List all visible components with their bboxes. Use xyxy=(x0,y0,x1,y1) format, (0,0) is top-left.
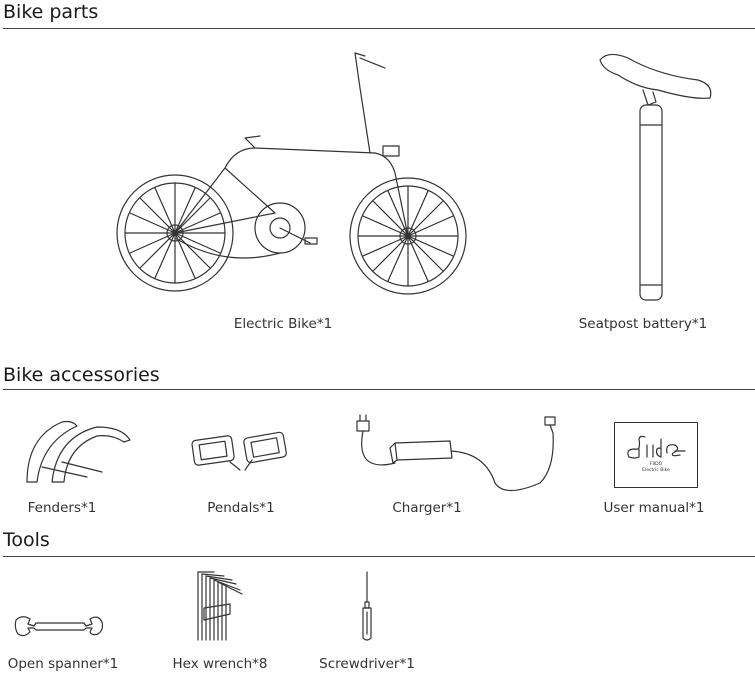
fenders-icon xyxy=(26,420,131,483)
manual-subtitle-brand: FIIDO xyxy=(649,462,663,467)
manual-subtitle: Electric Bike xyxy=(642,468,670,473)
item-label-hex-wrench: Hex wrench*8 xyxy=(172,656,268,672)
item-label-screwdriver: Screwdriver*1 xyxy=(319,656,415,672)
pedals-icon xyxy=(191,431,287,471)
user-manual-icon: FIIDO Electric Bike xyxy=(614,422,698,488)
open-spanner-icon xyxy=(14,616,104,637)
section-title-bike-accessories: Bike accessories xyxy=(3,364,160,386)
hex-wrench-icon xyxy=(197,571,243,641)
item-label-pedals: Pendals*1 xyxy=(207,500,275,516)
divider xyxy=(3,556,755,557)
item-label-electric-bike: Electric Bike*1 xyxy=(233,316,333,332)
item-label-user-manual: User manual*1 xyxy=(603,500,705,516)
item-label-charger: Charger*1 xyxy=(392,500,462,516)
section-title-tools: Tools xyxy=(3,529,50,551)
charger-icon xyxy=(356,414,556,492)
item-label-fenders: Fenders*1 xyxy=(27,500,97,516)
electric-bike-icon xyxy=(116,52,467,295)
fiido-logo-icon xyxy=(627,435,686,459)
divider xyxy=(3,389,755,390)
divider xyxy=(3,28,755,29)
screwdriver-icon xyxy=(362,571,372,641)
seatpost-battery-icon xyxy=(599,53,712,301)
item-label-open-spanner: Open spanner*1 xyxy=(7,656,119,672)
item-label-seatpost-battery: Seatpost battery*1 xyxy=(578,316,708,332)
section-title-bike-parts: Bike parts xyxy=(3,1,99,23)
